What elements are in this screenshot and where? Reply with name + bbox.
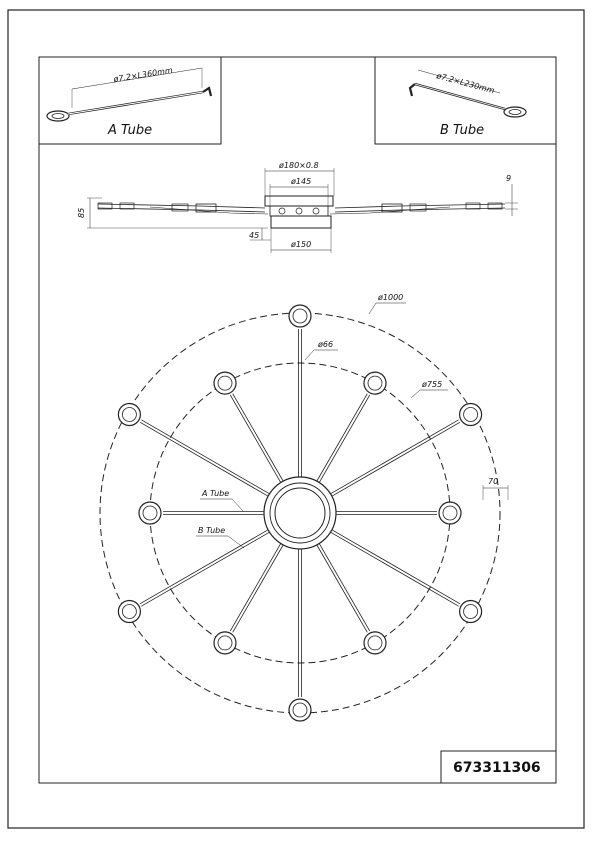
dim-9: 9: [506, 174, 511, 183]
top-label-a-tube: A Tube: [201, 489, 229, 498]
side-view: ø180×0.8 ø145 ø150 85 45 9: [77, 161, 518, 253]
lamp-head: [138, 501, 162, 525]
dim-150: ø150: [290, 240, 311, 249]
lamp-head-inner: [292, 702, 308, 718]
lamp-head: [288, 698, 312, 722]
dim-755: ø755: [421, 380, 442, 389]
lamp-head: [363, 631, 387, 655]
lamp-head-inner: [217, 375, 233, 391]
lamp-head: [213, 371, 237, 395]
top-label-b-tube: B Tube: [198, 526, 225, 535]
lamp-head-inner: [367, 635, 383, 651]
dim-1000: ø1000: [377, 293, 403, 302]
inset-b-label: B Tube: [440, 123, 484, 138]
inset-a-tube: ø7.2×L360mm A Tube: [38, 56, 222, 145]
lamp-head-inner: [217, 635, 233, 651]
lamp-head-inner: [292, 308, 308, 324]
outer-frame: [7, 9, 585, 829]
lamp-head: [213, 631, 237, 655]
top-view: ø1000 ø755 ø66 70 A Tube B Tube: [99, 293, 509, 722]
lamp-head: [363, 371, 387, 395]
dim-145: ø145: [290, 177, 311, 186]
lamp-head-inner: [121, 407, 137, 422]
product-code: 673311306: [453, 760, 541, 776]
lamp-head: [288, 304, 312, 328]
lamp-head-inner: [463, 604, 479, 619]
product-code-box: 673311306: [440, 750, 557, 784]
lamp-head-inner: [367, 375, 383, 391]
lamp-head: [438, 501, 462, 525]
inner-frame: [38, 56, 557, 784]
inset-a-label: A Tube: [107, 123, 152, 138]
lamp-head-inner: [142, 505, 158, 521]
dim-70: 70: [488, 477, 498, 486]
lamp-head: [459, 402, 483, 427]
lamp-head: [117, 599, 141, 624]
dim-85: 85: [77, 208, 86, 218]
lamp-head-inner: [463, 407, 479, 422]
lamp-head-inner: [121, 604, 137, 619]
inset-b-tube: ø7.2×L230mm B Tube: [374, 56, 557, 145]
lamp-head: [117, 402, 141, 427]
dim-66: ø66: [317, 340, 333, 349]
dim-canopy: ø180×0.8: [278, 161, 319, 170]
inset-a-dimension: ø7.2×L360mm: [112, 66, 173, 84]
lamp-head: [459, 599, 483, 624]
arms-group: [117, 304, 483, 722]
lamp-head-inner: [442, 505, 458, 521]
dim-45: 45: [249, 231, 259, 240]
